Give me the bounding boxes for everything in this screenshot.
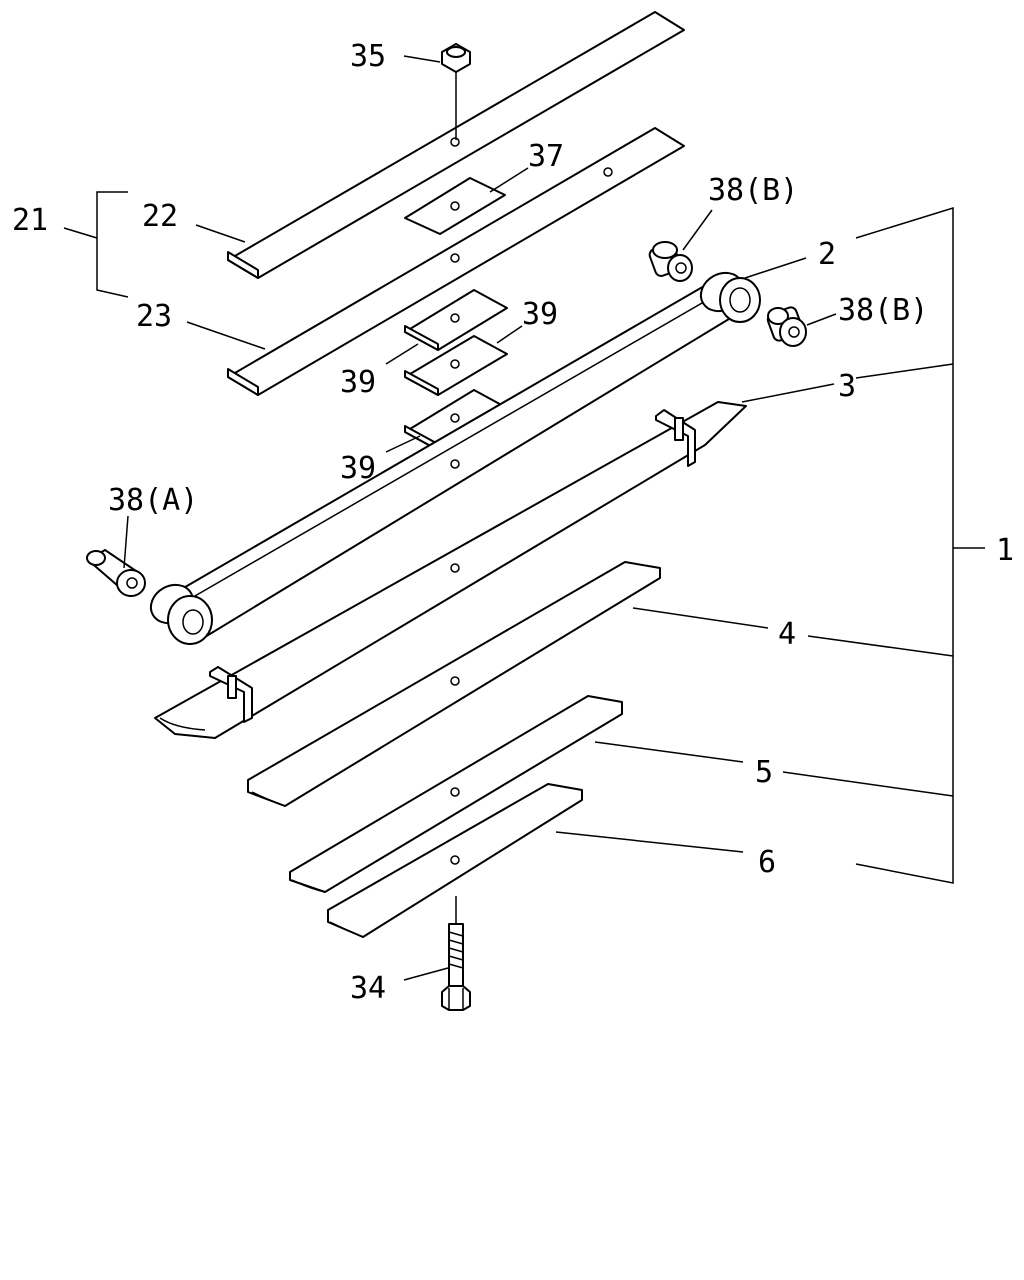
leaf-5	[289, 695, 623, 893]
bushing-38b-top	[648, 241, 693, 282]
label-23: 23	[136, 299, 172, 334]
part-labels: 35 37 38(B) 21 22 2 23 38(B) 39 39 3 39 …	[12, 39, 1014, 1006]
spacer-39-middle	[404, 335, 508, 396]
bushing-38b-right	[766, 306, 807, 347]
plate-23	[227, 127, 685, 396]
label-39-b: 39	[340, 365, 376, 400]
label-35: 35	[350, 39, 386, 74]
nut-35	[441, 43, 471, 140]
label-38b-right: 38(B)	[838, 293, 928, 328]
label-3: 3	[838, 369, 856, 404]
label-38a: 38(A)	[108, 483, 198, 518]
label-38b-top: 38(B)	[708, 173, 798, 208]
bushing-38a	[86, 549, 146, 597]
spacer-39-upper	[404, 289, 508, 351]
label-4: 4	[778, 617, 796, 652]
plate-22	[227, 11, 685, 279]
label-1: 1	[996, 533, 1014, 568]
leaf-4	[247, 561, 661, 807]
label-37: 37	[528, 139, 564, 174]
pad-37	[404, 177, 506, 235]
label-21: 21	[12, 203, 48, 238]
label-2: 2	[818, 237, 836, 272]
label-22: 22	[142, 199, 178, 234]
bolt-34	[441, 896, 471, 1011]
label-6: 6	[758, 845, 776, 880]
label-39-c: 39	[340, 451, 376, 486]
leader-lines	[63, 55, 985, 981]
label-34: 34	[350, 971, 386, 1006]
label-5: 5	[755, 755, 773, 790]
leaf-6	[327, 783, 583, 938]
main-leaf-2	[149, 271, 761, 645]
label-39-a: 39	[522, 297, 558, 332]
leaf-3	[154, 401, 747, 739]
